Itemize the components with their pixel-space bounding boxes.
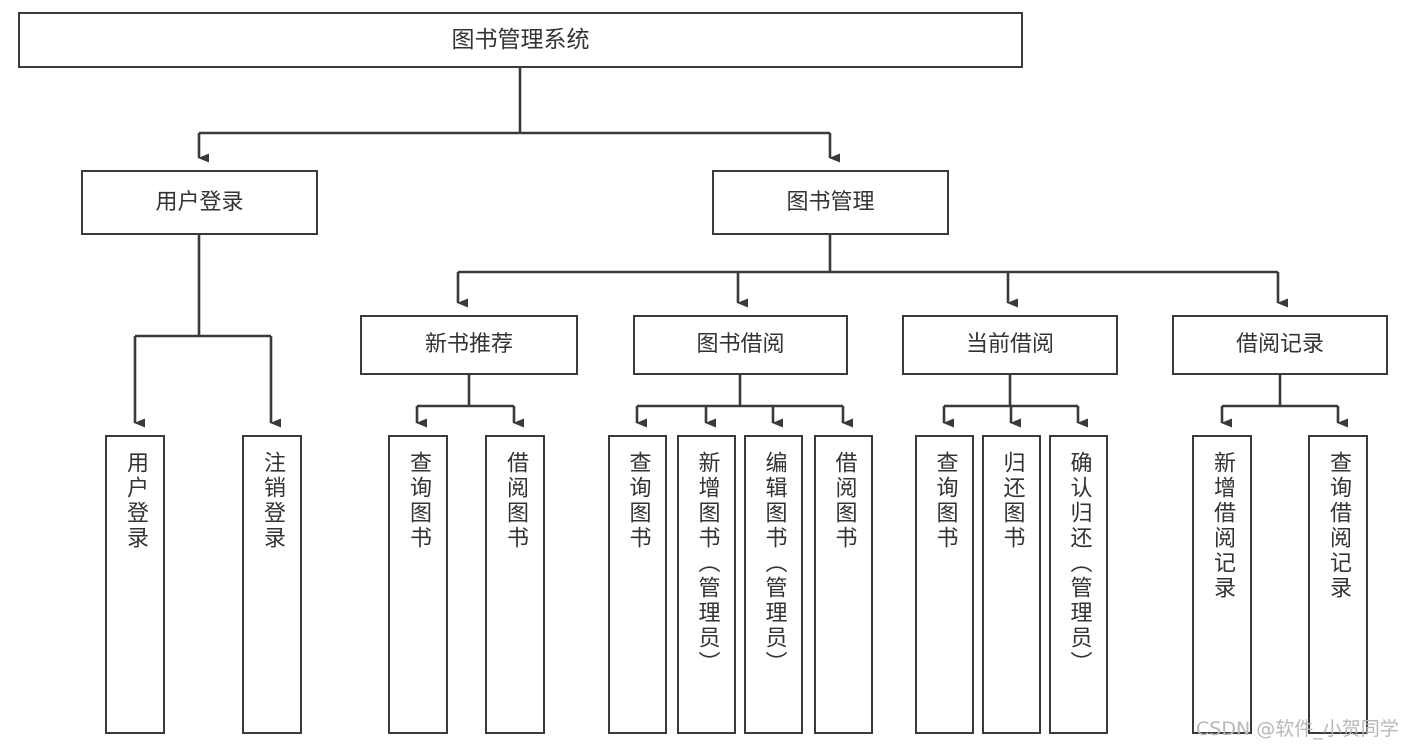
node-label: 借阅记录 [1235,332,1324,358]
node-label: 用户登录 [155,189,244,215]
node-label: 查询图书 [625,451,651,551]
node-label: 注销登录 [260,451,285,551]
node-label: 借阅图书 [831,451,857,551]
node-label: 编辑图书（管理员） [761,451,787,676]
leaf-user-login-login[interactable]: 用户登录 [105,435,165,734]
leaf-current-borrow-query-book[interactable]: 查询图书 [915,435,974,734]
node-label: 归还图书 [999,451,1025,551]
node-label: 确认归还（管理员） [1066,451,1092,676]
node-label: 新书推荐 [424,332,513,358]
leaf-borrow-record-add-record[interactable]: 新增借阅记录 [1192,435,1252,734]
csdn-watermark: CSDN @软件_小贺同学 [1196,718,1399,740]
node-new-book-recommend[interactable]: 新书推荐 [360,315,578,375]
node-user-login[interactable]: 用户登录 [81,170,318,235]
node-label: 新增借阅记录 [1210,451,1235,601]
node-label: 图书借阅 [696,332,785,358]
leaf-borrow-record-query-record[interactable]: 查询借阅记录 [1308,435,1368,734]
leaf-new-book-borrow-book[interactable]: 借阅图书 [485,435,545,734]
leaf-book-borrow-edit-book-admin[interactable]: 编辑图书（管理员） [744,435,803,734]
node-label: 新增图书（管理员） [694,451,720,676]
node-label: 图书管理 [786,189,875,215]
leaf-book-borrow-borrow-book[interactable]: 借阅图书 [814,435,873,734]
node-book-management[interactable]: 图书管理 [712,170,949,235]
node-label: 查询图书 [932,451,958,551]
node-label: 用户登录 [123,451,148,551]
leaf-book-borrow-add-book-admin[interactable]: 新增图书（管理员） [677,435,736,734]
node-borrow-record[interactable]: 借阅记录 [1172,315,1388,375]
node-root-system[interactable]: 图书管理系统 [18,12,1023,68]
leaf-book-borrow-query-book[interactable]: 查询图书 [608,435,667,734]
node-book-borrow[interactable]: 图书借阅 [633,315,848,375]
leaf-user-login-logout[interactable]: 注销登录 [242,435,302,734]
node-label: 当前借阅 [965,332,1054,358]
node-current-borrow[interactable]: 当前借阅 [902,315,1118,375]
node-label: 借阅图书 [503,451,528,551]
node-label: 图书管理系统 [451,26,590,53]
node-label: 查询借阅记录 [1326,451,1351,601]
leaf-current-borrow-confirm-return-admin[interactable]: 确认归还（管理员） [1049,435,1108,734]
node-label: 查询图书 [406,451,431,551]
leaf-current-borrow-return-book[interactable]: 归还图书 [982,435,1041,734]
leaf-new-book-query-book[interactable]: 查询图书 [388,435,448,734]
